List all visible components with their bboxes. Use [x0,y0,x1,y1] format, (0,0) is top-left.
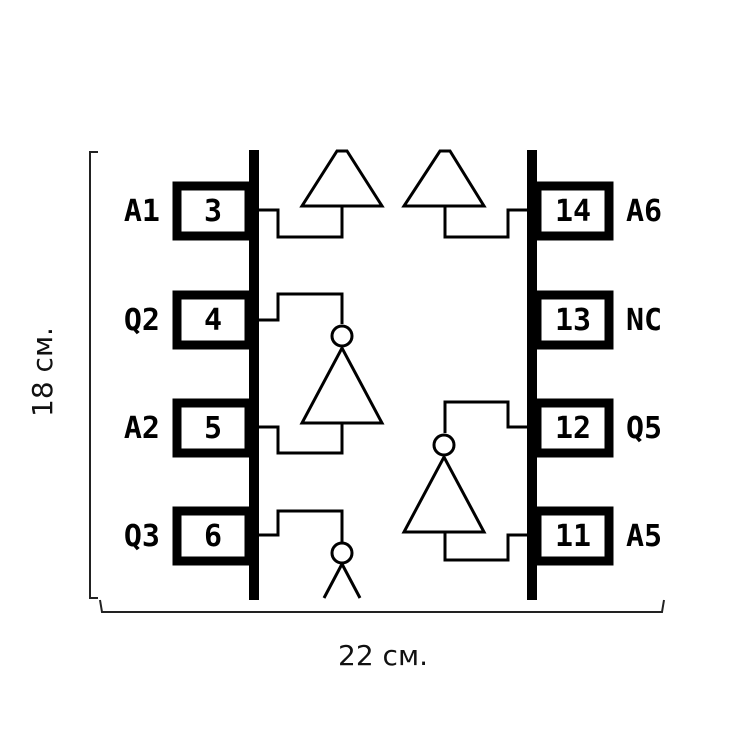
pin-box-11 [532,506,614,566]
pin-box-4 [172,290,254,350]
pin-number-6: 6 [204,519,222,554]
pin-box-5 [172,398,254,458]
pin-label-5: A2 [124,411,160,446]
height-dimension-label: 18 см. [26,327,59,417]
pin-box-6 [172,506,254,566]
inverter-bubble-5 [330,541,354,565]
wire-pin4 [258,292,344,324]
pin-box-14 [532,181,614,241]
pin-number-14: 14 [555,194,591,229]
width-dimension-bracket [99,599,665,613]
wire-pin12 [443,400,529,433]
wire-pin6 [258,509,344,542]
pin-label-14: A6 [626,194,662,229]
pin-number-12: 12 [555,411,591,446]
pin-label-6: Q3 [124,519,160,554]
right-package-edge [527,150,537,600]
left-package-edge [249,150,259,600]
pin-box-13 [532,290,614,350]
pin-label-3: A1 [124,194,160,229]
pin-label-12: Q5 [626,411,662,446]
wire-pin5 [258,423,344,455]
pin-box-3 [172,181,254,241]
inverter-bubble-3 [330,324,354,348]
inverter-gate-1 [299,149,385,208]
pin-label-11: A5 [626,519,662,554]
inverter-gate-5-partial [322,563,362,599]
pin-label-13: NC [626,303,662,338]
right-pins: 14 A6 13 NC 12 Q5 11 A5 [532,181,662,566]
pin-number-3: 3 [204,194,222,229]
pin-number-5: 5 [204,411,222,446]
wire-pin11 [443,532,529,562]
wire-pin14 [443,206,529,239]
pin-label-4: Q2 [124,303,160,338]
inverter-gates [299,149,487,599]
pin-number-4: 4 [204,303,222,338]
inverter-gate-4 [401,453,487,534]
inverter-bubble-4 [432,433,456,457]
internal-wiring [258,206,529,562]
pin-number-11: 11 [555,519,591,554]
width-dimension-label: 22 см. [338,639,428,672]
inverter-gate-2 [401,149,487,208]
height-dimension-bracket [89,151,98,599]
pin-number-13: 13 [555,303,591,338]
inverter-gate-3 [299,344,385,425]
pin-box-12 [532,398,614,458]
left-pins: 3 A1 4 Q2 5 A2 6 Q3 [124,181,254,566]
wire-pin3 [258,206,344,239]
